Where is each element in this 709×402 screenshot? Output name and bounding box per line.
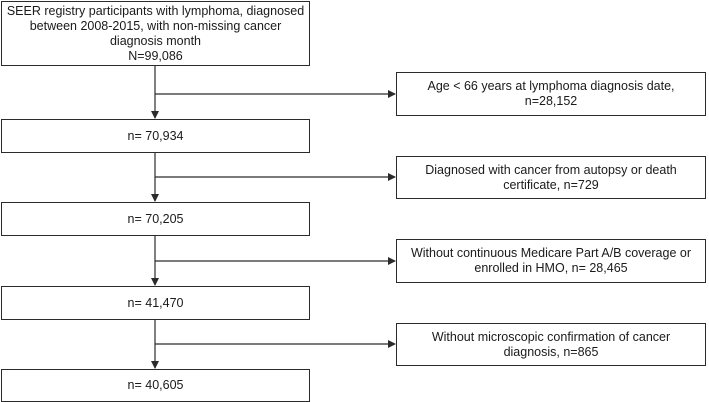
- exclusion-text-2: Diagnosed with cancer from autopsy or de…: [425, 162, 677, 192]
- remaining-box-3: n= 41,470: [1, 286, 310, 320]
- start-population-box: SEER registry participants with lymphoma…: [1, 1, 310, 66]
- remaining-count-2: n= 70,205: [127, 211, 184, 226]
- remaining-box-1: n= 70,934: [1, 119, 310, 153]
- exclusion-text-3: Without continuous Medicare Part A/B cov…: [410, 246, 691, 275]
- exclusion-box-2: Diagnosed with cancer from autopsy or de…: [396, 156, 706, 199]
- remaining-box-2: n= 70,205: [1, 202, 310, 236]
- remaining-count-1: n= 70,934: [127, 128, 184, 143]
- remaining-count-4: n= 40,605: [127, 378, 184, 392]
- exclusion-box-4: Without microscopic confirmation of canc…: [396, 323, 706, 366]
- exclusion-text-1: Age < 66 years at lymphoma diagnosis dat…: [427, 79, 675, 108]
- exclusion-box-3: Without continuous Medicare Part A/B cov…: [396, 239, 706, 283]
- start-population-text: SEER registry participants with lymphoma…: [6, 3, 305, 63]
- exclusion-text-4: Without microscopic confirmation of canc…: [431, 329, 671, 359]
- remaining-count-3: n= 41,470: [127, 295, 184, 310]
- exclusion-box-1: Age < 66 years at lymphoma diagnosis dat…: [396, 72, 706, 116]
- remaining-box-4: n= 40,605: [1, 369, 310, 402]
